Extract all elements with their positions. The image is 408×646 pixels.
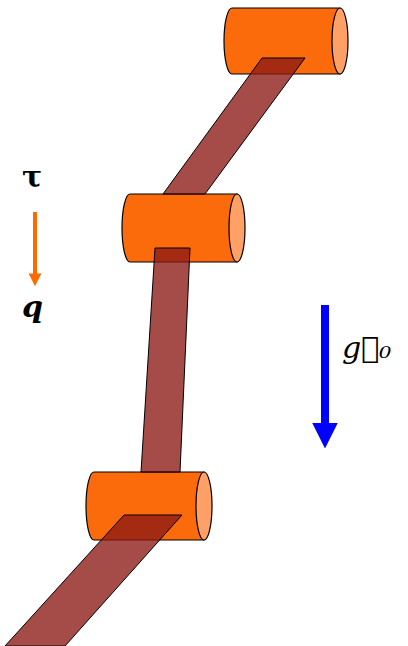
arm-link: [5, 515, 182, 646]
joint-direction-arrow: [33, 212, 37, 276]
gravity-arrow: [321, 305, 329, 428]
gravity-symbol: g⃗₀: [342, 333, 391, 363]
arm-link: [163, 58, 305, 194]
torque-symbol: τ: [22, 162, 42, 192]
arm-link: [141, 248, 190, 472]
joint-angle-symbol: q: [22, 292, 43, 322]
